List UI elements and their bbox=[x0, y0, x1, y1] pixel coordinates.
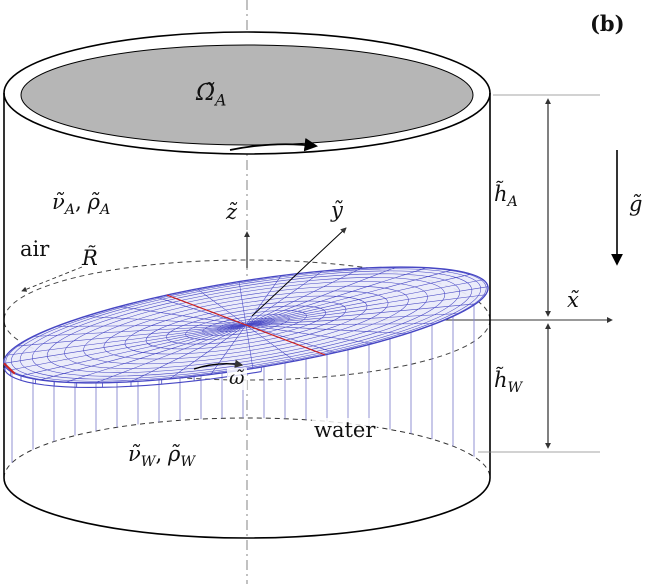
cylinder-bottom-back-arc bbox=[3, 417, 491, 479]
air-properties-label: ν̃A,ρ̃A bbox=[52, 190, 111, 219]
x-axis-label: x̃ bbox=[567, 288, 579, 312]
lid-rotation-label: Ω̃A bbox=[196, 80, 227, 110]
z-axis-label: z̃ bbox=[226, 200, 238, 224]
water-hatching bbox=[11, 305, 475, 463]
gravity-label: g̃ bbox=[629, 192, 643, 216]
cylinder-lid-top bbox=[20, 44, 474, 146]
water-region-label: water bbox=[312, 418, 378, 443]
y-axis-arrow bbox=[251, 227, 347, 317]
interface-rotation-label: ω̃ bbox=[227, 367, 247, 390]
lid-rotation-arrow bbox=[229, 137, 319, 152]
omega-symbol: Ω̃ bbox=[196, 80, 216, 106]
water-height-label: h̃W bbox=[494, 368, 523, 397]
air-region-label: air bbox=[20, 237, 50, 261]
radius-pointer-line bbox=[21, 266, 83, 292]
interface-rim-thickness bbox=[3, 366, 262, 388]
y-axis-label: ỹ bbox=[331, 198, 343, 222]
interface-rotation-arrow bbox=[193, 359, 244, 370]
panel-label: (b) bbox=[590, 11, 625, 36]
cylinder-body bbox=[3, 93, 491, 539]
radius-label: R̃ bbox=[82, 246, 98, 270]
air-height-label: h̃A bbox=[494, 182, 518, 211]
cylinder-lid bbox=[3, 31, 491, 155]
interface-mesh-disk bbox=[3, 266, 489, 384]
water-properties-label: ν̃W,ρ̃W bbox=[126, 442, 198, 471]
cylinder-bottom-front-arc bbox=[3, 477, 491, 539]
